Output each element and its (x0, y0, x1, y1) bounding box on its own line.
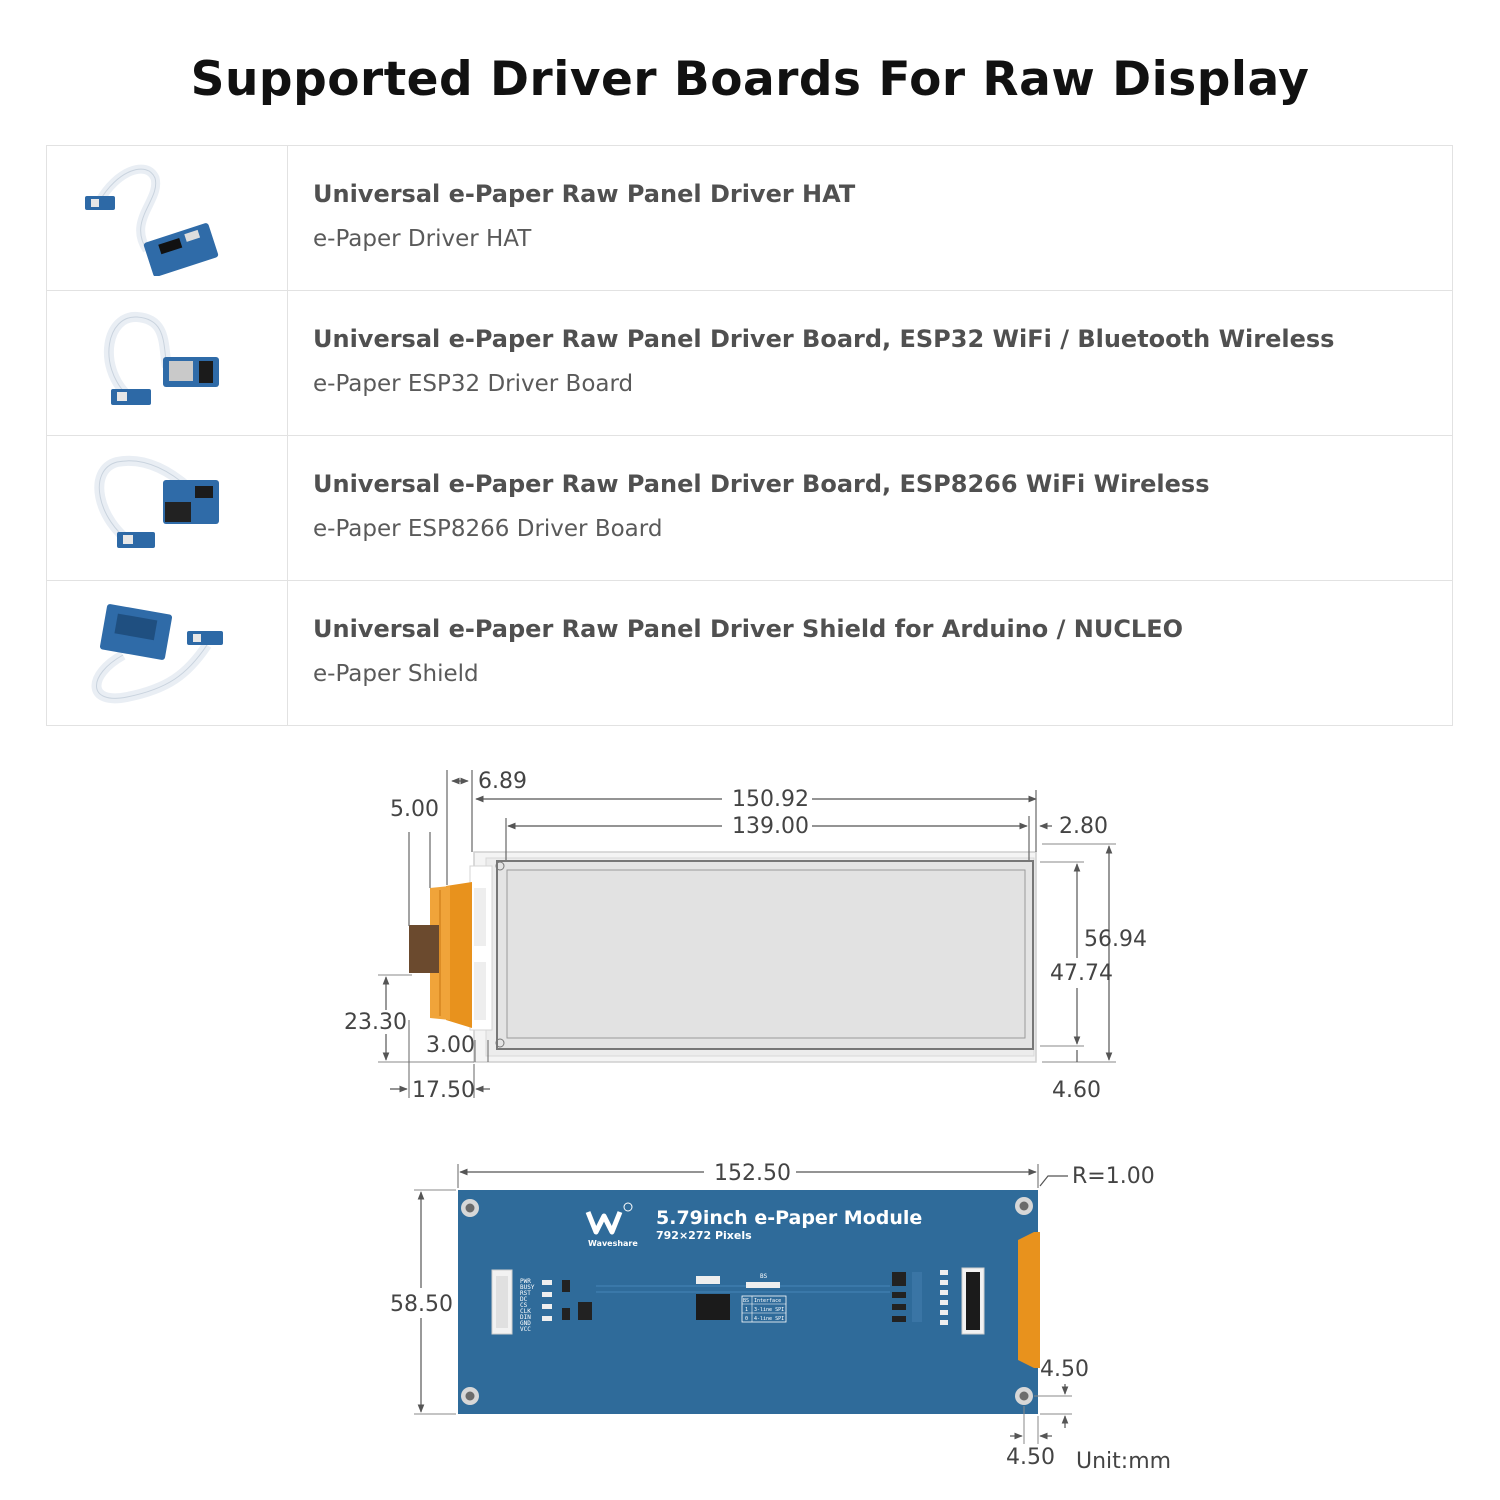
board-row-esp32[interactable]: Universal e-Paper Raw Panel Driver Board… (46, 291, 1453, 436)
board-thumbnail-hat (47, 146, 288, 290)
dim-fpc-offset: 6.89 (478, 769, 527, 794)
board-name: Universal e-Paper Raw Panel Driver Board… (313, 325, 1335, 353)
board-row-hat[interactable]: Universal e-Paper Raw Panel Driver HAT e… (46, 146, 1453, 291)
waveshare-logo: Waveshare (585, 1202, 638, 1248)
dim-hole-offset-x: 4.50 (1006, 1445, 1055, 1470)
dim-module-width: 152.50 (714, 1161, 791, 1186)
mounting-holes (461, 1197, 1033, 1405)
dim-right-margin: 2.80 (1059, 814, 1108, 839)
dimension-drawings: 6.89 150.92 139.00 2.80 5.00 56.94 47.74… (344, 769, 1171, 1474)
bs-table: BS Interface 1 3-line SPI 0 4-line SPI (741, 1295, 787, 1323)
driver-board-table: Universal e-Paper Raw Panel Driver HAT e… (46, 145, 1453, 726)
board-short-name: e-Paper ESP32 Driver Board (313, 371, 634, 397)
dim-outline-width: 150.92 (732, 787, 809, 812)
board-name: Universal e-Paper Raw Panel Driver HAT (313, 180, 856, 208)
svg-text:PWR: PWR (520, 1278, 531, 1285)
dim-module-height: 58.50 (390, 1292, 453, 1317)
board-name: Universal e-Paper Raw Panel Driver Board… (313, 470, 1210, 498)
svg-text:VCC: VCC (520, 1326, 531, 1333)
dim-active-height: 47.74 (1050, 961, 1113, 986)
svg-text:GND: GND (520, 1320, 531, 1327)
module-drawing: Waveshare 5.79inch e-Paper Module 792×27… (390, 1161, 1171, 1474)
svg-text:1: 1 (745, 1307, 748, 1313)
pin-labels: PWR BUSY RST DC CS CLK DIN GND VCC (520, 1278, 535, 1333)
board-thumbnail-shield (47, 581, 288, 725)
esp8266-board-icon (94, 455, 219, 549)
dim-fpc-length: 17.50 (412, 1078, 475, 1103)
shield-board-icon (91, 604, 223, 704)
board-thumbnail-esp32 (47, 291, 288, 435)
module-title: 5.79inch e-Paper Module (656, 1207, 922, 1229)
dim-bottom-margin: 4.60 (1052, 1078, 1101, 1103)
page-title: Supported Driver Boards For Raw Display (190, 52, 1310, 107)
board-short-name: e-Paper Driver HAT (313, 226, 532, 252)
svg-text:CS: CS (520, 1302, 528, 1309)
board-short-name: e-Paper Shield (313, 661, 479, 687)
brand-name: Waveshare (588, 1239, 638, 1248)
board-name: Universal e-Paper Raw Panel Driver Shiel… (313, 615, 1184, 643)
svg-text:CLK: CLK (520, 1308, 531, 1315)
svg-text:RST: RST (520, 1290, 531, 1297)
svg-text:BUSY: BUSY (520, 1284, 535, 1291)
svg-text:Interface: Interface (754, 1298, 781, 1304)
svg-text:0: 0 (745, 1316, 748, 1322)
board-row-esp8266[interactable]: Universal e-Paper Raw Panel Driver Board… (46, 436, 1453, 581)
svg-text:3-line SPI: 3-line SPI (754, 1307, 784, 1313)
svg-text:BS: BS (743, 1298, 749, 1304)
hat-board-icon (85, 164, 219, 276)
svg-text:DIN: DIN (520, 1314, 531, 1321)
svg-text:DC: DC (520, 1296, 528, 1303)
dim-active-width: 139.00 (732, 814, 809, 839)
dim-hole-offset-y: 4.50 (1040, 1357, 1089, 1382)
svg-text:4-line SPI: 4-line SPI (754, 1316, 784, 1322)
raw-panel-drawing: 6.89 150.92 139.00 2.80 5.00 56.94 47.74… (344, 769, 1147, 1103)
board-thumbnail-esp8266 (47, 436, 288, 580)
esp32-board-icon (103, 312, 219, 405)
board-row-shield[interactable]: Universal e-Paper Raw Panel Driver Shiel… (46, 581, 1453, 726)
module-subtitle: 792×272 Pixels (656, 1229, 752, 1242)
dim-corner-radius: R=1.00 (1072, 1164, 1155, 1189)
dim-fpc-position: 23.30 (344, 1010, 407, 1035)
bs-label: BS (760, 1273, 768, 1280)
dim-fpc-width: 5.00 (390, 797, 439, 822)
unit-label: Unit:mm (1076, 1449, 1171, 1474)
board-short-name: e-Paper ESP8266 Driver Board (313, 516, 663, 542)
dim-outline-height: 56.94 (1084, 927, 1147, 952)
dim-left-margin: 3.00 (426, 1033, 475, 1058)
